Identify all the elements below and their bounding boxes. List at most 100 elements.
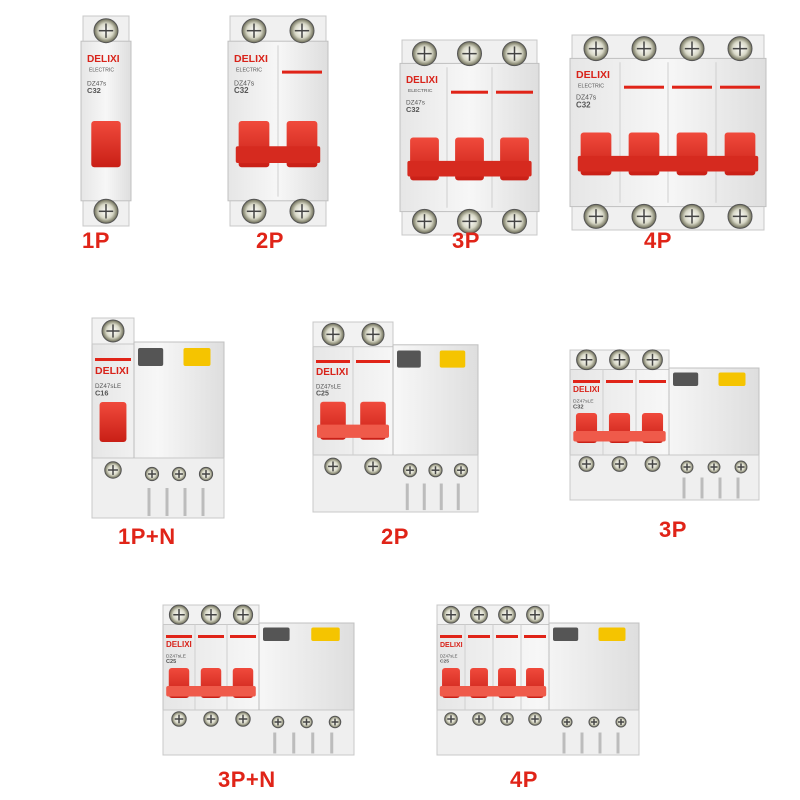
test-button-frame	[138, 348, 164, 366]
bus-pin	[580, 732, 584, 754]
model-text: DZ47sLE	[316, 385, 341, 391]
handle-tie-bar	[235, 146, 321, 163]
bus-pin	[330, 732, 334, 754]
indicator-strip	[440, 635, 462, 638]
rating-text: C32	[87, 86, 101, 95]
bus-pin	[311, 732, 315, 754]
rating-text: C25	[440, 658, 449, 664]
label-mcb-1p: 1P	[82, 228, 110, 253]
brand-logo: DELIXI	[87, 54, 120, 65]
brand-logo: DELIXI	[166, 640, 192, 649]
indicator-strip	[573, 380, 600, 383]
rating-text: C16	[95, 388, 108, 397]
rating-text: C25	[166, 659, 176, 665]
indicator-strip	[639, 380, 666, 383]
test-button-frame	[673, 372, 699, 386]
indicator-strip	[496, 635, 518, 638]
indicator-strip	[316, 360, 350, 363]
bus-pin	[598, 732, 602, 754]
rating-text: C25	[316, 391, 329, 398]
bottom-housing	[436, 709, 640, 756]
bus-pin	[273, 732, 277, 754]
handle-tie-bar	[573, 431, 666, 442]
indicator-strip	[282, 70, 322, 74]
indicator-strip	[198, 635, 224, 638]
test-button-frame	[397, 350, 421, 368]
label-mcb-2p: 2P	[256, 228, 284, 253]
bus-pin	[292, 732, 296, 754]
brand-sub: ELECTRIC	[89, 67, 114, 73]
bus-pin	[201, 488, 205, 516]
indicator-strip	[720, 85, 760, 89]
indicator-strip	[230, 635, 256, 638]
label-rcbo-4p: 4P	[510, 767, 538, 792]
indicator-strip	[624, 85, 664, 89]
bottom-housing	[162, 709, 355, 756]
indicator-strip	[496, 90, 533, 94]
test-button-frame	[553, 627, 579, 641]
brand-logo: DELIXI	[406, 75, 438, 86]
brand-logo: DELIXI	[440, 642, 463, 649]
bus-pin	[422, 483, 426, 511]
bus-pin	[616, 732, 620, 754]
reset-indicator	[439, 350, 466, 368]
model-text: DZ47s	[87, 80, 107, 87]
rating-text: C32	[576, 100, 591, 109]
label-mcb-3p: 3P	[452, 228, 480, 253]
label-rcbo-3pn: 3P+N	[218, 767, 276, 792]
bus-pin	[562, 732, 566, 754]
bus-pin	[700, 477, 704, 499]
indicator-strip	[95, 358, 131, 361]
model-text: DZ47sLE	[95, 383, 121, 390]
indicator-strip	[606, 380, 633, 383]
indicator-strip	[451, 90, 488, 94]
model-text: DZ47sLE	[166, 654, 186, 660]
brand-logo: DELIXI	[576, 69, 610, 81]
reset-indicator	[311, 627, 340, 641]
handle-tie-bar	[439, 686, 547, 697]
model-text: DZ47s	[406, 99, 425, 106]
indicator-strip	[468, 635, 490, 638]
handle-tie-bar	[317, 424, 389, 438]
label-mcb-4p: 4P	[644, 228, 672, 253]
handle-tie-bar	[166, 686, 256, 697]
indicator-strip	[524, 635, 546, 638]
handle-tie-bar	[407, 160, 532, 177]
model-text: DZ47sLE	[440, 654, 458, 659]
model-text: DZ47s	[234, 80, 255, 87]
brand-sub: ELECTRIC	[408, 88, 433, 94]
test-button-frame	[263, 627, 290, 641]
bus-pin	[439, 483, 443, 511]
rating-text: C32	[234, 86, 249, 95]
bus-pin	[147, 488, 151, 516]
indicator-strip	[356, 360, 390, 363]
indicator-strip	[672, 85, 712, 89]
reset-indicator	[718, 372, 746, 386]
toggle-handle	[99, 402, 127, 442]
brand-logo: DELIXI	[95, 365, 129, 377]
bus-pin	[183, 488, 187, 516]
bus-pin	[405, 483, 409, 511]
rating-text: C32	[406, 105, 420, 114]
brand-logo: DELIXI	[573, 385, 600, 394]
label-rcbo-2p: 2P	[381, 524, 409, 549]
reset-indicator	[183, 348, 211, 366]
model-text: DZ47sLE	[573, 399, 594, 405]
rating-text: C32	[573, 404, 584, 410]
bottom-housing	[569, 454, 760, 501]
reset-indicator	[598, 627, 626, 641]
label-rcbo-3p: 3P	[659, 517, 687, 542]
brand-logo: DELIXI	[234, 53, 268, 65]
bus-pin	[165, 488, 169, 516]
toggle-handle	[91, 121, 121, 168]
bus-pin	[682, 477, 686, 499]
